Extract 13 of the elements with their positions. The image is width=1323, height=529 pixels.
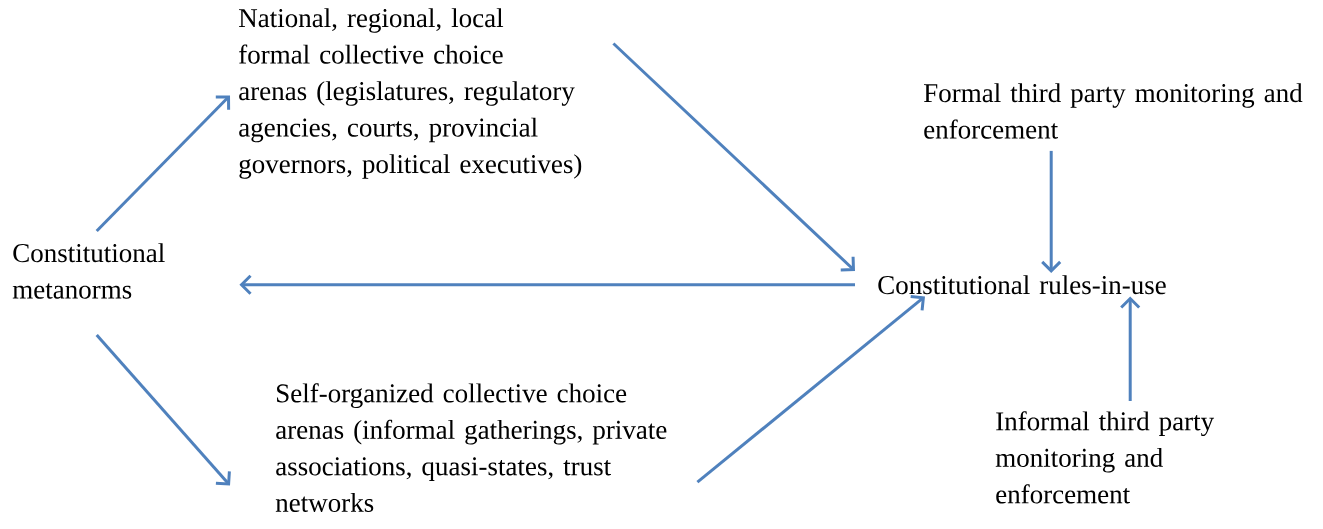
text-label: Informal third party monitoring and enforcement bbox=[995, 411, 1215, 504]
arrow bbox=[612, 42, 855, 272]
text-label: Constitutional metanorms bbox=[12, 243, 165, 299]
arrow bbox=[696, 294, 925, 484]
text-label: Self-organized collective choice arenas (informal gatherings, private associations, quasi-states, trust networks bbox=[275, 383, 667, 512]
arrow bbox=[95, 95, 231, 233]
text-label: Constitutional rules-in-use bbox=[878, 275, 1166, 295]
arrow bbox=[239, 274, 855, 295]
text-label: National, regional, local formal collective choice arenas (legislatures, regulatory agencies, courts, provincial governors, political executives) bbox=[239, 8, 582, 179]
arrow bbox=[1041, 150, 1062, 273]
arrow bbox=[95, 333, 231, 486]
arrow bbox=[1120, 296, 1141, 401]
text-label: Formal third party monitoring and enforcement bbox=[924, 83, 1303, 139]
